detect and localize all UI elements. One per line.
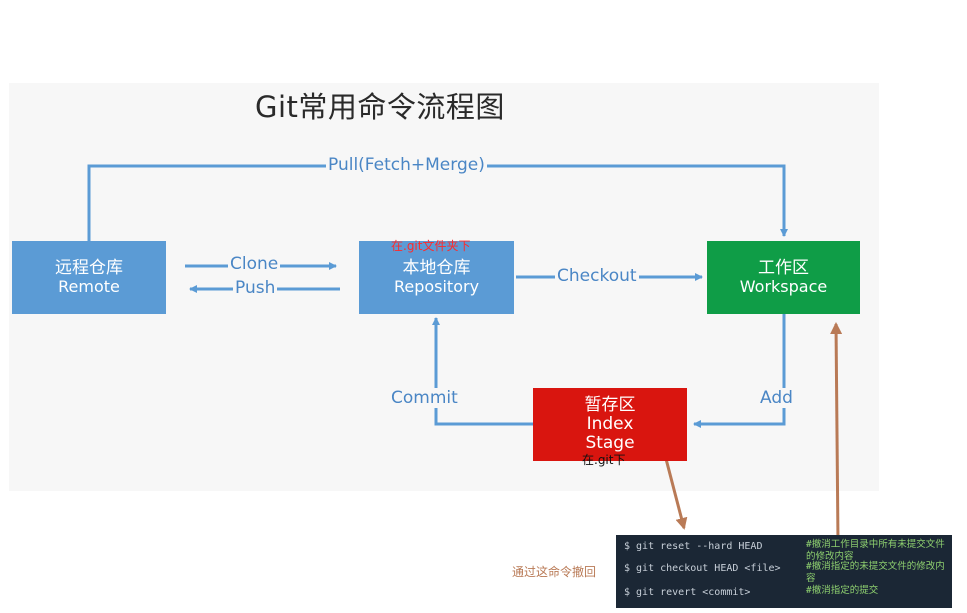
terminal-command: $ git checkout HEAD <file> [624,563,781,574]
diagram-title: Git常用命令流程图 [255,90,505,124]
edge-label-add: Add [758,388,795,408]
pull-arrow [87,164,788,241]
terminal-command: $ git revert <commit> [624,587,751,598]
node-repository-en: Repository [393,277,480,297]
stage-annotation: 在.git下 [582,453,626,467]
node-stage: 暂存区 Index Stage [533,388,687,461]
edge-label-clone: Clone [228,254,281,274]
node-remote-en: Remote [58,277,120,297]
edge-label-checkout: Checkout [555,266,639,286]
commit-arrow [432,317,533,426]
node-stage-index: Index [586,413,634,434]
pointer-arrow-stage [663,454,688,530]
node-remote-cn: 远程仓库 [55,258,123,279]
node-workspace-cn: 工作区 [758,258,809,279]
terminal-snippet: $ git reset --hard HEAD #撤消工作目录中所有未提交文件的… [616,535,952,608]
node-stage-stage: Stage [585,433,635,454]
add-arrow [693,314,786,428]
terminal-row: $ git revert <commit> #撤消指定的提交 [624,585,946,607]
terminal-comment: #撤消指定的未提交文件的修改内容 [806,561,945,584]
node-stage-cn: 暂存区 [584,394,636,415]
node-repository: 本地仓库 Repository [359,241,514,314]
terminal-row: $ git checkout HEAD <file> #撤消指定的未提交文件的修… [624,561,946,585]
edge-label-push: Push [233,278,278,298]
terminal-comment: #撤消指定的提交 [806,585,879,596]
undo-annotation: 通过这命令撤回 [512,565,597,579]
pointer-arrow-workspace [830,322,843,543]
node-workspace: 工作区 Workspace [707,241,860,314]
terminal-row: $ git reset --hard HEAD #撤消工作目录中所有未提交文件的… [624,539,946,562]
node-workspace-en: Workspace [739,277,828,297]
terminal-comment: #撤消工作目录中所有未提交文件的修改内容 [806,539,945,562]
edge-label-pull: Pull(Fetch+Merge) [326,155,487,175]
edge-label-commit: Commit [389,388,460,408]
terminal-command: $ git reset --hard HEAD [624,541,763,552]
repository-annotation: 在.git文件夹下 [391,239,471,253]
node-repository-cn: 本地仓库 [402,258,471,279]
node-remote: 远程仓库 Remote [12,241,166,314]
